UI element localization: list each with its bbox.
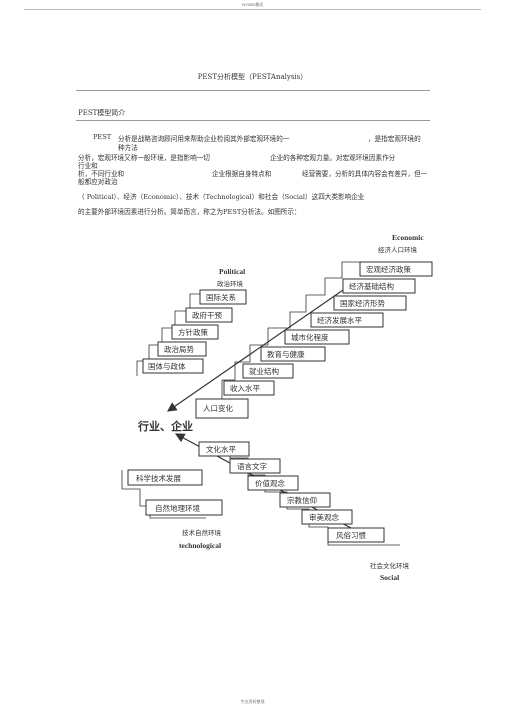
document-title: PEST分析模型（PESTAnalysis） (197, 73, 308, 81)
box-label: 国际关系 (206, 292, 236, 302)
header-rule (24, 9, 481, 10)
economic-box: 人口变化 (195, 398, 249, 419)
social-box: 文化水平 (198, 441, 250, 457)
box-label: 审美观念 (309, 512, 339, 522)
economic-box: 宏观经济政策 (359, 261, 433, 277)
economic-box: 教育与健康 (260, 346, 326, 362)
box-label: 国家经济形势 (340, 298, 385, 308)
box-label: 自然地理环境 (155, 503, 200, 513)
political-box: 方针政策 (171, 324, 219, 340)
paragraph-line: 经营需要，分析的具体内容会有差异，但一 (302, 170, 428, 178)
political-box: 政府干预 (185, 307, 233, 323)
political-box: 国体与政体 (142, 358, 204, 374)
paragraph-line: 种方法 (118, 144, 138, 152)
political-box: 国际关系 (199, 289, 247, 305)
technological-label-en: technological (179, 541, 221, 550)
social-label-zh: 社会文化环境 (370, 561, 410, 570)
page-footer: 专业资料整理 (240, 699, 265, 704)
box-label: 人口变化 (203, 403, 233, 413)
economic-label-zh: 经济人口环境 (378, 245, 418, 254)
economic-box: 就业结构 (242, 363, 294, 379)
paragraph-line: （ Political）、经济（Economic）、技术（Technologic… (78, 193, 365, 201)
social-label-en: Social (380, 573, 399, 582)
upper-converge-arrow (167, 287, 347, 412)
box-label: 经济基础结构 (349, 281, 394, 291)
box-label: 方针政策 (178, 327, 208, 337)
box-label: 风俗习惯 (336, 530, 366, 540)
technological-box: 自然地理环境 (145, 499, 223, 516)
center-label: 行业、企业 (137, 419, 193, 433)
box-label: 国体与政体 (148, 361, 186, 371)
page-header: WORD格式 (241, 2, 264, 7)
economic-box: 经济基础结构 (342, 278, 416, 294)
paragraph-line: 企业的各种宏观力量。对宏观环境因素作分 (270, 154, 396, 162)
box-label: 价值观念 (255, 478, 285, 488)
paragraph-line: 的主要外部环境因素进行分析。简单而言，称之为PEST分析法。如图所示： (78, 208, 301, 216)
box-label: 政治局势 (164, 344, 194, 354)
technological-box: 科学技术发展 (127, 469, 203, 486)
social-box: 语言文字 (229, 458, 281, 474)
box-label: 文化水平 (206, 444, 236, 454)
section-rule (76, 120, 430, 121)
section-heading: PEST模型简介 (78, 109, 126, 117)
social-staircase (199, 441, 400, 546)
technological-label-zh: 技术自然环境 (182, 528, 222, 537)
paragraph-line: PEST (93, 133, 112, 141)
political-label-zh: 政治环境 (217, 279, 244, 288)
paragraph-line: ，是指宏观环境的 (368, 135, 421, 143)
economic-box: 城市化程度 (284, 329, 350, 345)
paragraph-line: 分析，宏观环境又称一般环境，是指影响一切 (78, 154, 210, 162)
paragraph-line: 行业和 (78, 162, 98, 170)
paragraph-line: 分析是战略咨询顾问用来帮助企业检阅其外部宏观环境的一 (118, 135, 290, 143)
paragraph-line: 析，不同行业和 (78, 170, 125, 178)
economic-staircase (195, 261, 360, 418)
paragraph-line: 般都应对政治 (78, 178, 118, 186)
box-label: 语言文字 (237, 461, 267, 471)
economic-box: 国家经济形势 (333, 295, 407, 311)
box-label: 宏观经济政策 (366, 264, 411, 274)
technological-staircase (121, 470, 206, 519)
box-label: 政府干预 (192, 310, 222, 320)
social-box: 审美观念 (301, 509, 353, 525)
box-label: 收入水平 (230, 383, 260, 393)
social-box: 风俗习惯 (327, 527, 385, 543)
social-box: 宗教信仰 (279, 492, 331, 508)
political-label-en: Political (219, 267, 245, 276)
economic-label-en: Economic (392, 233, 424, 242)
economic-box: 经济发展水平 (310, 312, 384, 328)
political-box: 政治局势 (157, 341, 207, 357)
box-label: 科学技术发展 (136, 473, 181, 483)
box-label: 教育与健康 (267, 349, 305, 359)
economic-box: 收入水平 (223, 380, 275, 396)
box-label: 就业结构 (249, 366, 279, 376)
paragraph-line: 企业根据自身特点和 (212, 170, 272, 178)
box-label: 宗教信仰 (287, 495, 317, 505)
box-label: 城市化程度 (291, 332, 329, 342)
title-rule (76, 90, 430, 91)
social-box: 价值观念 (247, 475, 299, 491)
box-label: 经济发展水平 (317, 315, 362, 325)
